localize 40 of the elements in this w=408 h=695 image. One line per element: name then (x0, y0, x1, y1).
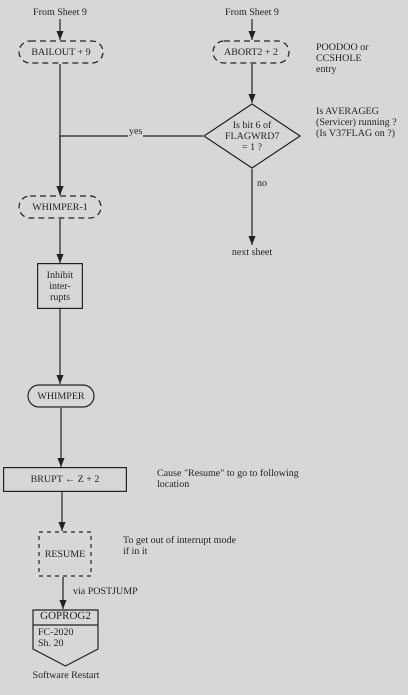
annotation-note: Cause "Resume" to go to following location (157, 468, 300, 490)
node-label: ABORT2 + 2 (223, 46, 279, 58)
arrow (58, 492, 66, 531)
routine-name: GOPROG2 (39, 611, 92, 622)
entry-point-terminal (18, 195, 102, 219)
flow-label: next sheet (230, 246, 274, 258)
edge-label: no (256, 178, 268, 189)
annotation-note: To get out of interrupt mode if in it (123, 535, 237, 557)
off-page-connector (32, 609, 99, 667)
node-label: BAILOUT + 9 (30, 46, 92, 58)
flow-label: From Sheet 9 (224, 6, 280, 18)
terminal (27, 384, 95, 408)
node-label: WHIMPER-1 (31, 202, 89, 212)
flow-label: From Sheet 9 (32, 6, 88, 18)
arrow (56, 135, 203, 195)
annotation-note: Software Restart (32, 670, 100, 681)
process-box (37, 263, 83, 309)
arrow (56, 219, 64, 263)
arrow (248, 19, 256, 40)
arrow (248, 169, 256, 245)
arrow (59, 577, 67, 609)
node-label: Is bit 6 of FLAGWRD7 = 1 ? (225, 120, 279, 152)
arrow (248, 64, 256, 103)
arrow (57, 408, 65, 467)
annotation-note: POODOO or CCSHOLE entry (316, 42, 370, 75)
process-box (3, 467, 127, 492)
arrow (56, 19, 64, 40)
edge-label: via POSTJUMP (72, 586, 139, 597)
node-label: Inhibit inter- rupts (46, 270, 74, 302)
node-label: RESUME (44, 548, 86, 560)
decision-diamond (203, 103, 301, 169)
sheet-reference: FC-2020 Sh. 20 (38, 627, 75, 649)
arrow (56, 309, 64, 384)
node-label: WHIMPER (36, 390, 86, 402)
node-label: BRUPT ← Z + 2 (30, 474, 100, 485)
entry-point-box (38, 531, 92, 577)
edge-label: yes (128, 126, 144, 137)
entry-point-terminal (18, 40, 104, 64)
entry-point-terminal (212, 40, 290, 64)
annotation-note: Is AVERAGEG (Servicer) running ? (Is V37FLAG on ?) (316, 106, 398, 139)
